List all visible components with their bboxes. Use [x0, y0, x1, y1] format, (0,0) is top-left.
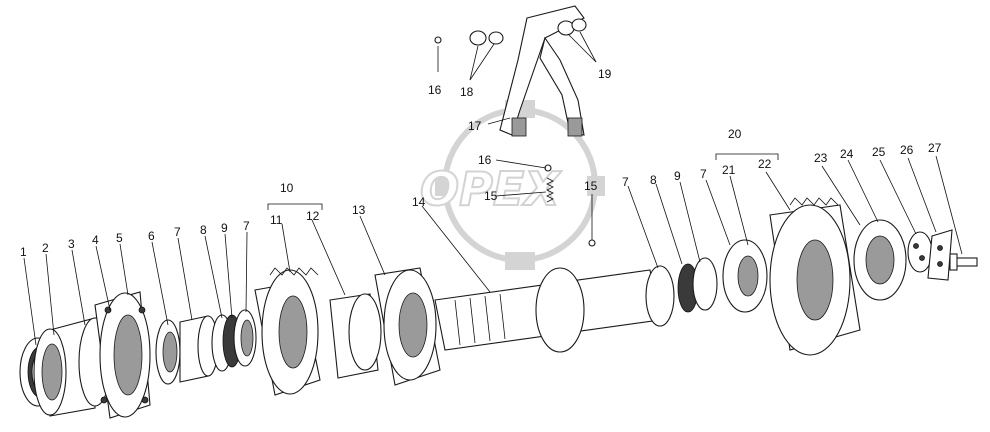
part-gear-cluster-22 — [769, 197, 861, 356]
callout-7b: 7 — [243, 219, 250, 233]
callout-17: 17 — [468, 119, 482, 133]
callout-15a: 15 — [484, 189, 498, 203]
callout-27: 27 — [928, 141, 942, 155]
part-nuts-18 — [469, 30, 504, 46]
callout-9b: 9 — [674, 169, 681, 183]
part-plate-26 — [927, 229, 953, 281]
watermark: OPEX — [419, 100, 605, 270]
callout-19: 19 — [598, 67, 612, 81]
callout-14: 14 — [412, 195, 426, 209]
watermark-text: OPEX — [420, 162, 562, 216]
callout-8b: 8 — [650, 173, 657, 187]
callout-23: 23 — [814, 151, 828, 165]
part-sleeve-12 — [329, 293, 382, 379]
part-shift-fork-17 — [499, 5, 585, 137]
part-gear-11 — [254, 267, 321, 396]
part-bearings-right — [645, 239, 768, 327]
part-ring-gear-24 — [853, 219, 907, 301]
callout-26: 26 — [900, 143, 914, 157]
leader-lines — [23, 31, 963, 346]
part-bolt-27 — [949, 253, 978, 271]
callout-2: 2 — [42, 241, 49, 255]
callout-7a: 7 — [174, 225, 181, 239]
callout-4: 4 — [92, 233, 99, 247]
part-coupling-13 — [374, 267, 441, 386]
callout-8a: 8 — [200, 223, 207, 237]
callout-24: 24 — [840, 147, 854, 161]
callout-5: 5 — [116, 231, 123, 245]
callout-20: 20 — [728, 127, 742, 141]
callout-15b: 15 — [584, 179, 598, 193]
part-washer-25 — [907, 231, 933, 273]
part-spacer-7 — [179, 315, 219, 383]
callout-7d: 7 — [700, 167, 707, 181]
callout-7c: 7 — [622, 175, 629, 189]
callout-13: 13 — [352, 203, 366, 217]
callout-3: 3 — [68, 237, 75, 251]
callout-1: 1 — [20, 245, 27, 259]
callout-22: 22 — [758, 157, 772, 171]
part-ring-6 — [155, 319, 181, 385]
callout-21: 21 — [722, 163, 736, 177]
part-bearing-cover-5 — [94, 291, 151, 419]
part-rings-8-9-7 — [211, 309, 257, 372]
callout-11: 11 — [270, 213, 283, 227]
part-nuts-19 — [557, 18, 587, 36]
callout-10: 10 — [280, 181, 294, 195]
callout-16b: 16 — [478, 153, 492, 167]
callout-9a: 9 — [221, 221, 228, 235]
callout-25: 25 — [872, 145, 886, 159]
callout-16a: 16 — [428, 83, 442, 97]
callout-12: 12 — [306, 209, 320, 223]
callout-labels: 1 2 3 4 5 6 7 8 9 7 10 11 12 13 14 16 18… — [20, 67, 942, 259]
callout-6: 6 — [148, 229, 155, 243]
part-splined-shaft-14 — [434, 267, 661, 353]
callout-18: 18 — [460, 85, 474, 99]
